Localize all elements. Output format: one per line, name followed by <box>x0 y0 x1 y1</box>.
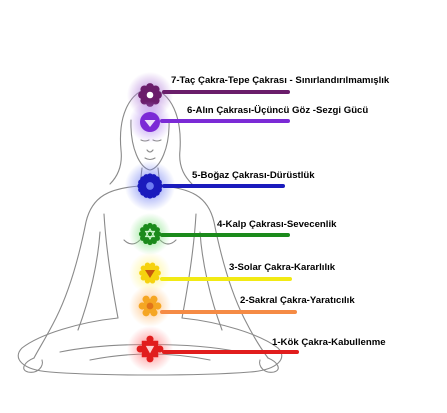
solar-triangle-icon <box>139 262 161 284</box>
eye-icon <box>140 112 160 132</box>
chakra-label: 2-Sakral Çakra-Yaratıcılık <box>240 295 355 306</box>
lotus-icon <box>138 83 162 107</box>
chakra-2: 2-Sakral Çakra-Yaratıcılık <box>129 285 355 327</box>
sacral-lotus-icon <box>138 295 162 317</box>
chakra-3: 3-Solar Çakra-Kararlılık <box>129 252 336 294</box>
chakra-label: 4-Kalp Çakrası-Sevecenlik <box>217 219 337 230</box>
chakra-label: 7-Taç Çakra-Tepe Çakrası - Sınırlandırıl… <box>171 75 390 86</box>
chakra-label: 1-Kök Çakra-Kabullenme <box>272 337 386 348</box>
chakra-6: 6-Alın Çakrası-Üçüncü Göz -Sezgi Gücü <box>129 101 368 143</box>
chakra-label: 6-Alın Çakrası-Üçüncü Göz -Sezgi Gücü <box>187 105 368 116</box>
chakra-label: 3-Solar Çakra-Kararlılık <box>229 262 336 273</box>
chakra-4: 4-Kalp Çakrası-Sevecenlik <box>129 213 337 255</box>
root-square-icon <box>136 335 164 363</box>
throat-wheel-icon <box>137 173 163 199</box>
chakra-label: 5-Boğaz Çakrası-Dürüstlük <box>192 170 315 181</box>
heart-star-icon <box>138 222 162 246</box>
chakra-5: 5-Boğaz Çakrası-Dürüstlük <box>124 160 315 212</box>
chakra-1: 1-Kök Çakra-Kabullenme <box>126 325 386 373</box>
